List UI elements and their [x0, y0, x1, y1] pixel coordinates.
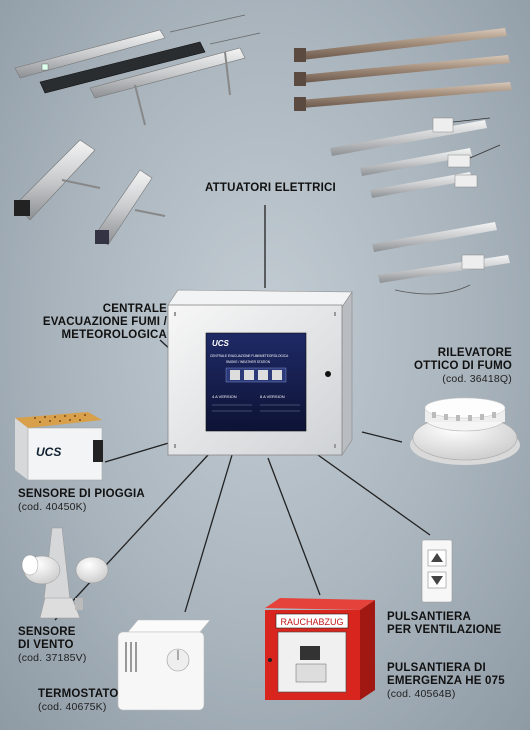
label-emergenza-line-1: PULSANTIERA DI [387, 662, 486, 674]
label-vento-line-2: DI VENTO [18, 639, 74, 651]
label-emergenza: PULSANTIERA DI EMERGENZA HE 075 (cod. 40… [387, 662, 505, 701]
label-rilevatore-line-2: OTTICO DI FUMO [414, 360, 512, 372]
label-termostato-title: TERMOSTATO [38, 688, 119, 700]
label-centrale-line-1: CENTRALE [102, 303, 167, 315]
rain-sensor: UCS [15, 412, 103, 481]
label-vento-line-1: SENSORE [18, 626, 76, 638]
label-emergenza-line-2: EMERGENZA HE 075 [387, 675, 505, 687]
connector-lines [54, 205, 431, 621]
label-attuatori: ATTUATORI ELETTRICI [205, 182, 336, 194]
label-vento-code: (cod. 37185V) [18, 652, 87, 664]
label-ventilazione: PULSANTIERA PER VENTILAZIONE [387, 611, 501, 637]
label-pioggia-title: SENSORE DI PIOGGIA [18, 488, 145, 500]
thermostat [117, 619, 211, 711]
label-ventilazione-line-1: PULSANTIERA [387, 611, 471, 623]
label-pioggia: SENSORE DI PIOGGIA (cod. 40450K) [18, 488, 145, 514]
label-emergenza-code: (cod. 40564B) [387, 688, 456, 700]
rain-sensor-brand: UCS [36, 445, 61, 459]
label-rilevatore-line-1: RILEVATORE [437, 347, 512, 359]
panel-brand: UCS [212, 339, 230, 348]
chain-actuators-top-left [14, 14, 261, 126]
label-rilevatore: RILEVATORE OTTICO DI FUMO (cod. 36418Q) [405, 347, 512, 386]
panel-screen-title: CENTRALE EVACUAZIONE FUMI/METEOROLOGICA [210, 354, 289, 358]
label-centrale-line-2: EVACUAZIONE FUMI / [42, 316, 167, 328]
linear-actuators-top-right [294, 28, 512, 111]
label-pioggia-code: (cod. 40450K) [18, 501, 87, 513]
ventilation-switch [421, 539, 453, 603]
smoke-detector [410, 397, 520, 465]
label-vento: SENSORE DI VENTO (cod. 37185V) [18, 626, 87, 665]
panel-version-a: 4 A VERSION [212, 394, 237, 399]
wind-sensor [21, 527, 109, 619]
emergency-box-label: RAUCHABZUG [280, 617, 343, 627]
window-actuators-right [330, 117, 510, 295]
panel-screen-sub: SMOKE / WEATHER STATION [226, 360, 271, 364]
label-termostato-code: (cod. 40675K) [38, 701, 107, 713]
label-ventilazione-line-2: PER VENTILAZIONE [387, 624, 502, 636]
label-centrale: CENTRALE EVACUAZIONE FUMI / METEOROLOGIC… [20, 303, 167, 342]
label-centrale-line-3: METEOROLOGICA [61, 329, 167, 341]
control-panel: UCS CENTRALE EVACUAZIONE FUMI/METEOROLOG… [167, 289, 353, 456]
label-rilevatore-code: (cod. 36418Q) [442, 373, 512, 385]
panel-version-b: 8 A VERSION [260, 394, 285, 399]
emergency-button-box: RAUCHABZUG [265, 598, 375, 700]
spindle-actuators-left [14, 139, 166, 246]
label-termostato: TERMOSTATO (cod. 40675K) [38, 688, 119, 714]
